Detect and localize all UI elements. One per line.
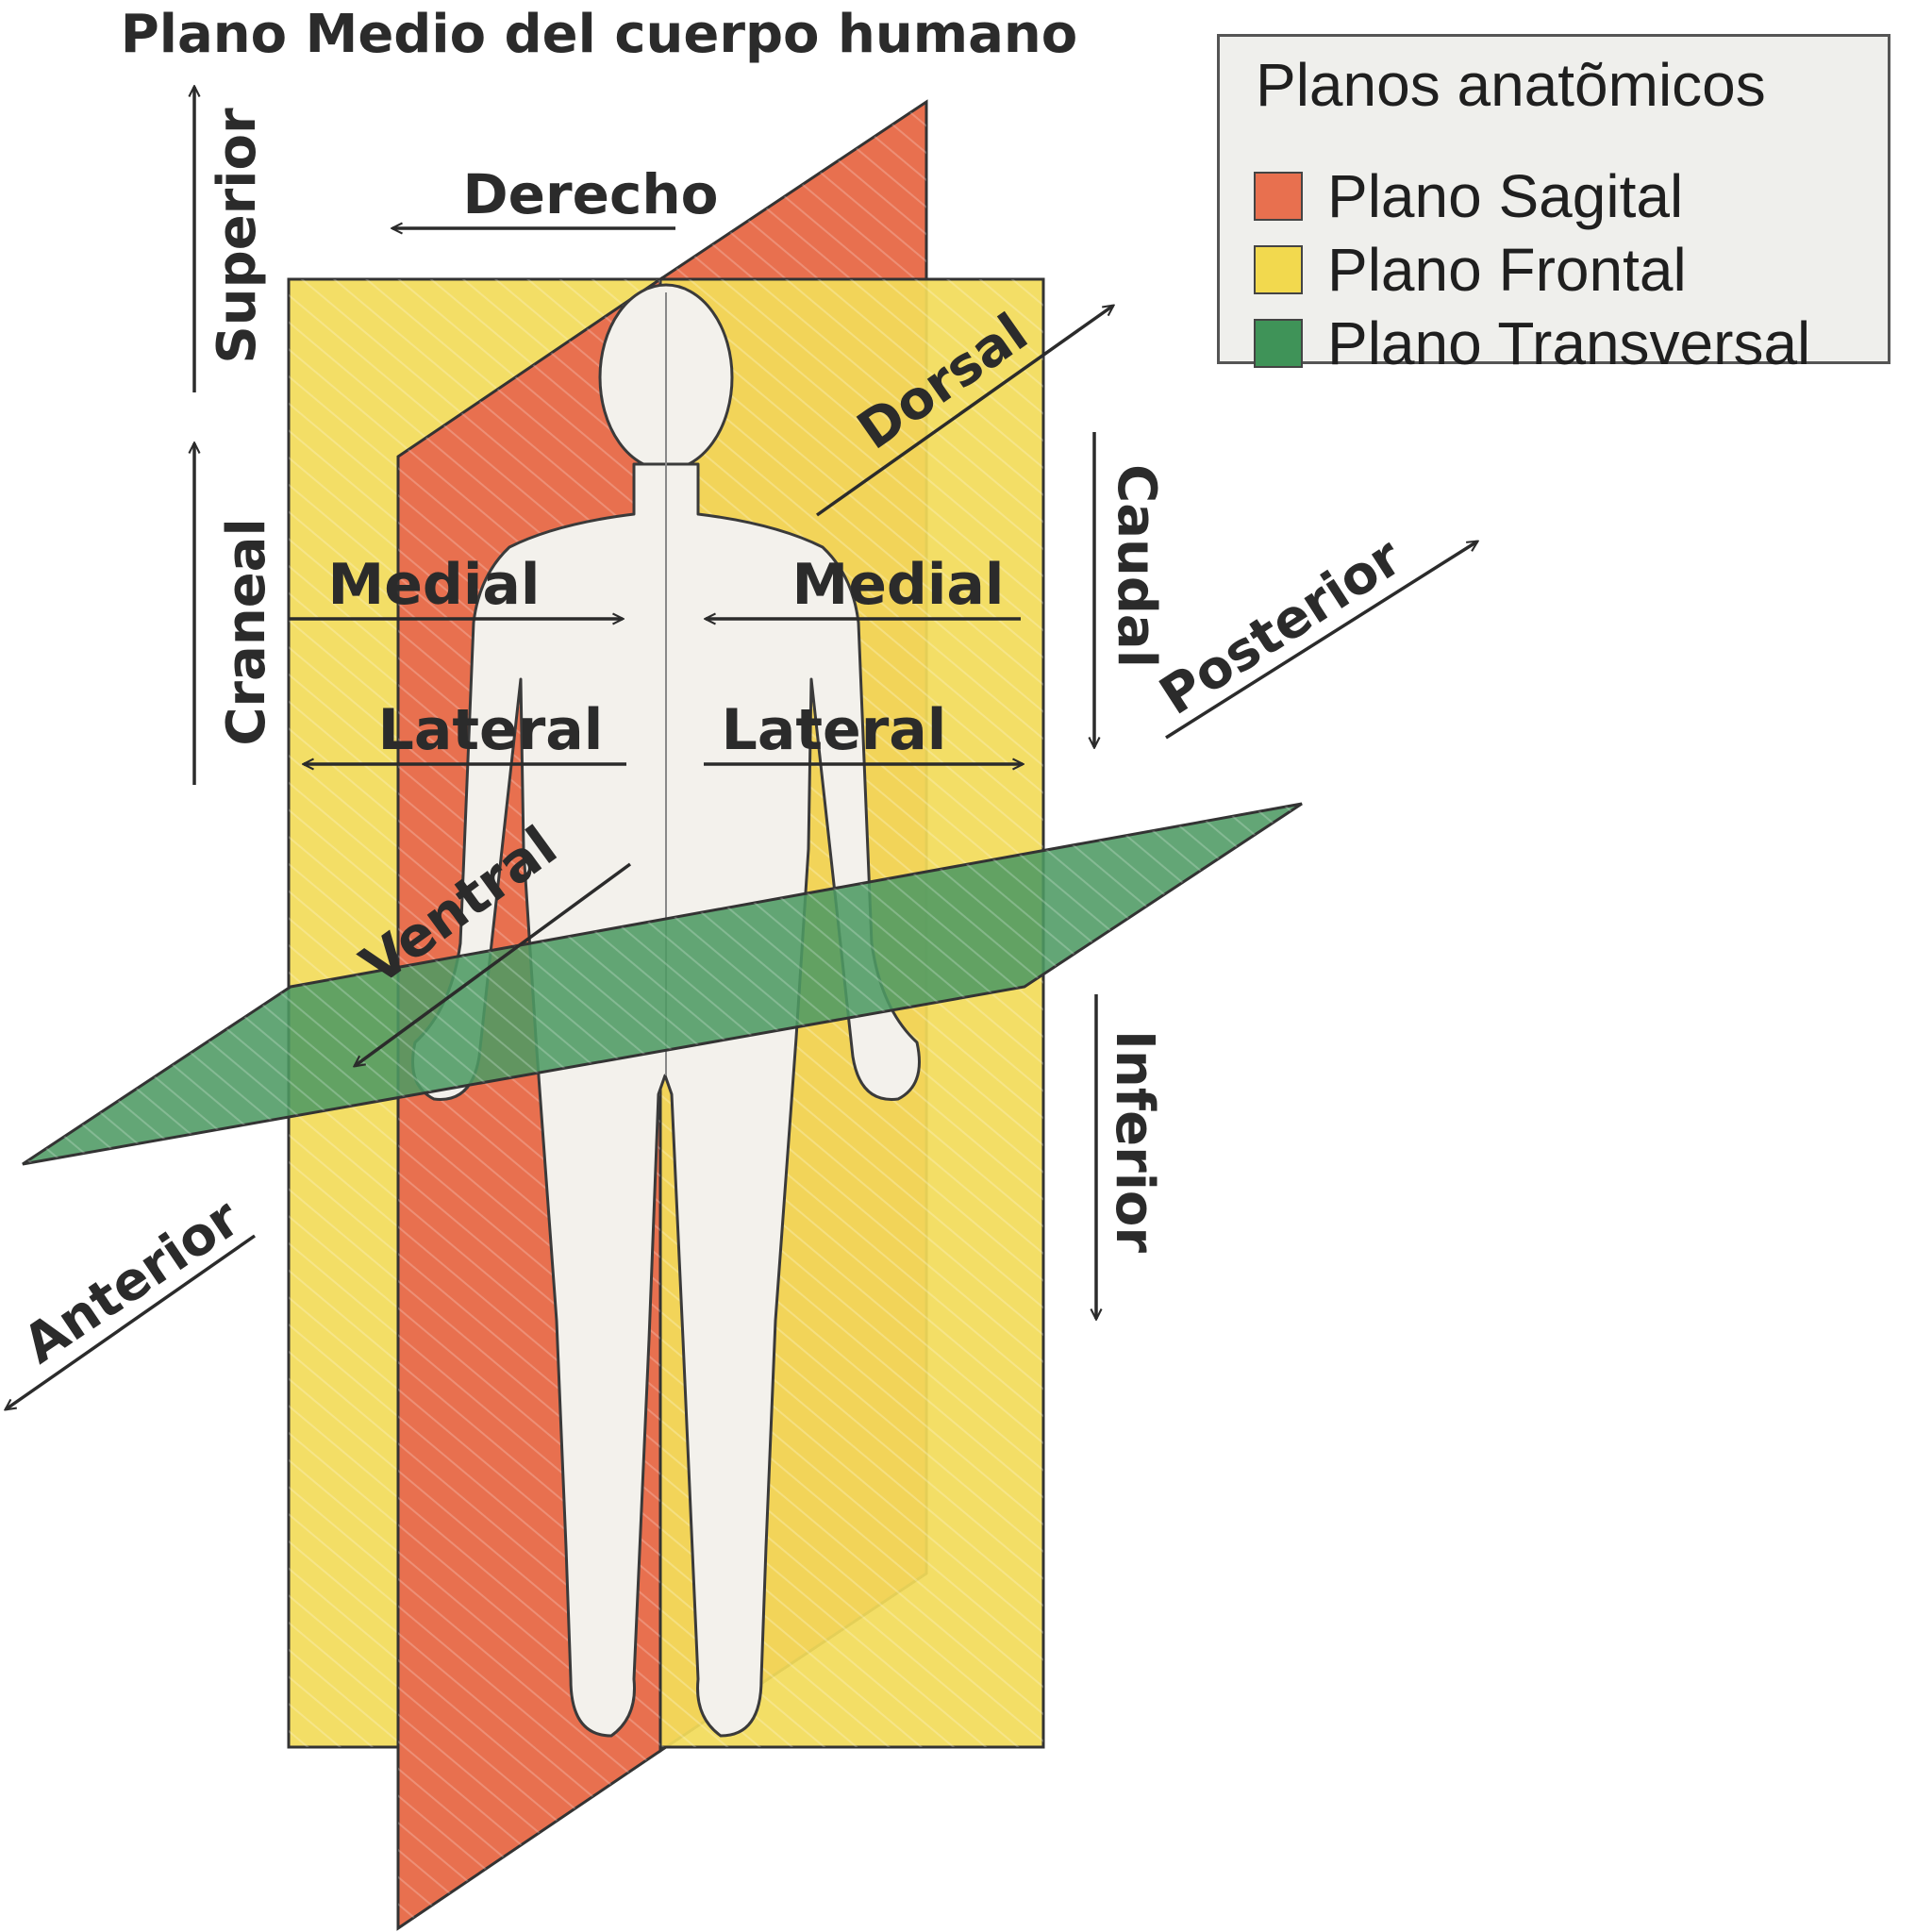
legend-swatch-sagital (1254, 172, 1303, 221)
legend-label-transversal: Plano Transversal (1327, 309, 1811, 377)
label-caudal: Caudal (1106, 464, 1167, 668)
label-lateral-right: Lateral (722, 697, 947, 763)
legend-title: Planos anatõmicos (1256, 51, 1766, 119)
diagram-title: Plano Medio del cuerpo humano (120, 4, 1078, 65)
legend-item-sagital: Plano Sagital (1254, 162, 1684, 230)
transverse-plane-hatch (23, 804, 1302, 1164)
label-craneal: Craneal (216, 518, 277, 745)
label-medial-left: Medial (328, 552, 541, 618)
label-inferior: Inferior (1104, 1030, 1165, 1253)
legend-item-transversal: Plano Transversal (1254, 309, 1811, 377)
legend-swatch-frontal (1254, 245, 1303, 294)
label-lateral-left: Lateral (378, 697, 604, 763)
legend-label-sagital: Plano Sagital (1327, 162, 1684, 230)
legend: Planos anatõmicos Plano Sagital Plano Fr… (1217, 34, 1890, 377)
anterior-arrow (6, 1234, 257, 1409)
posterior-arrow (1165, 541, 1477, 740)
label-anterior: Anterior (12, 1188, 251, 1376)
legend-swatch-transversal (1254, 319, 1303, 368)
label-posterior: Posterior (1149, 526, 1412, 727)
dorsal-arrow (815, 306, 1113, 517)
label-superior: Superior (207, 108, 268, 364)
direction-arrows (6, 87, 1477, 1409)
label-medial-right: Medial (792, 552, 1005, 618)
legend-label-frontal: Plano Frontal (1327, 236, 1687, 304)
legend-item-frontal: Plano Frontal (1254, 236, 1687, 304)
ventral-arrow (355, 862, 632, 1066)
label-derecho: Derecho (463, 162, 719, 226)
